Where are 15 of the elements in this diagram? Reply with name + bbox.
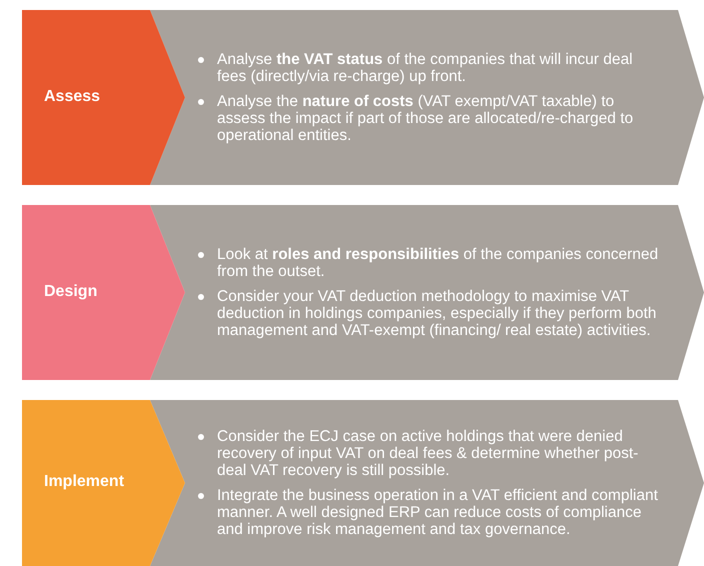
description-panel [150,10,704,185]
description-panel [150,400,704,566]
stage-panel [22,205,187,380]
stage-label: Implement [44,473,124,491]
bullet-text: Look at roles and responsibilities of the companies concerned from the outset. [217,246,658,280]
stage-label: Design [44,282,98,300]
stage-panel [22,10,187,185]
description-panel [150,205,704,380]
bullet-text: Analyse the VAT status of the companies that will incur deal fees (directly/via re-charge) up front. [217,51,633,85]
bullet-text: Integrate the business operation in a VAT efficient and compliant manner. A well designed ERP can reduce costs of compliance and improve risk management and tax governance. [217,487,658,538]
bullet-text: Consider the ECJ case on active holdings that were denied recovery of input VAT on deal fees & determine whether post-deal VAT recovery is still possible. [217,428,638,479]
stage-label: Assess [44,88,100,106]
stage-panel [22,400,187,566]
bullet-text: Consider your VAT deduction methodology to maximise VAT deduction in holdings companies, especially if they perform both management and VAT-exempt (financing/ real estate) activities. [217,288,656,339]
bullet-text: Analyse the nature of costs (VAT exempt/VAT taxable) to assess the impact if part of those are allocated/re-charged to operational entities. [217,93,634,144]
